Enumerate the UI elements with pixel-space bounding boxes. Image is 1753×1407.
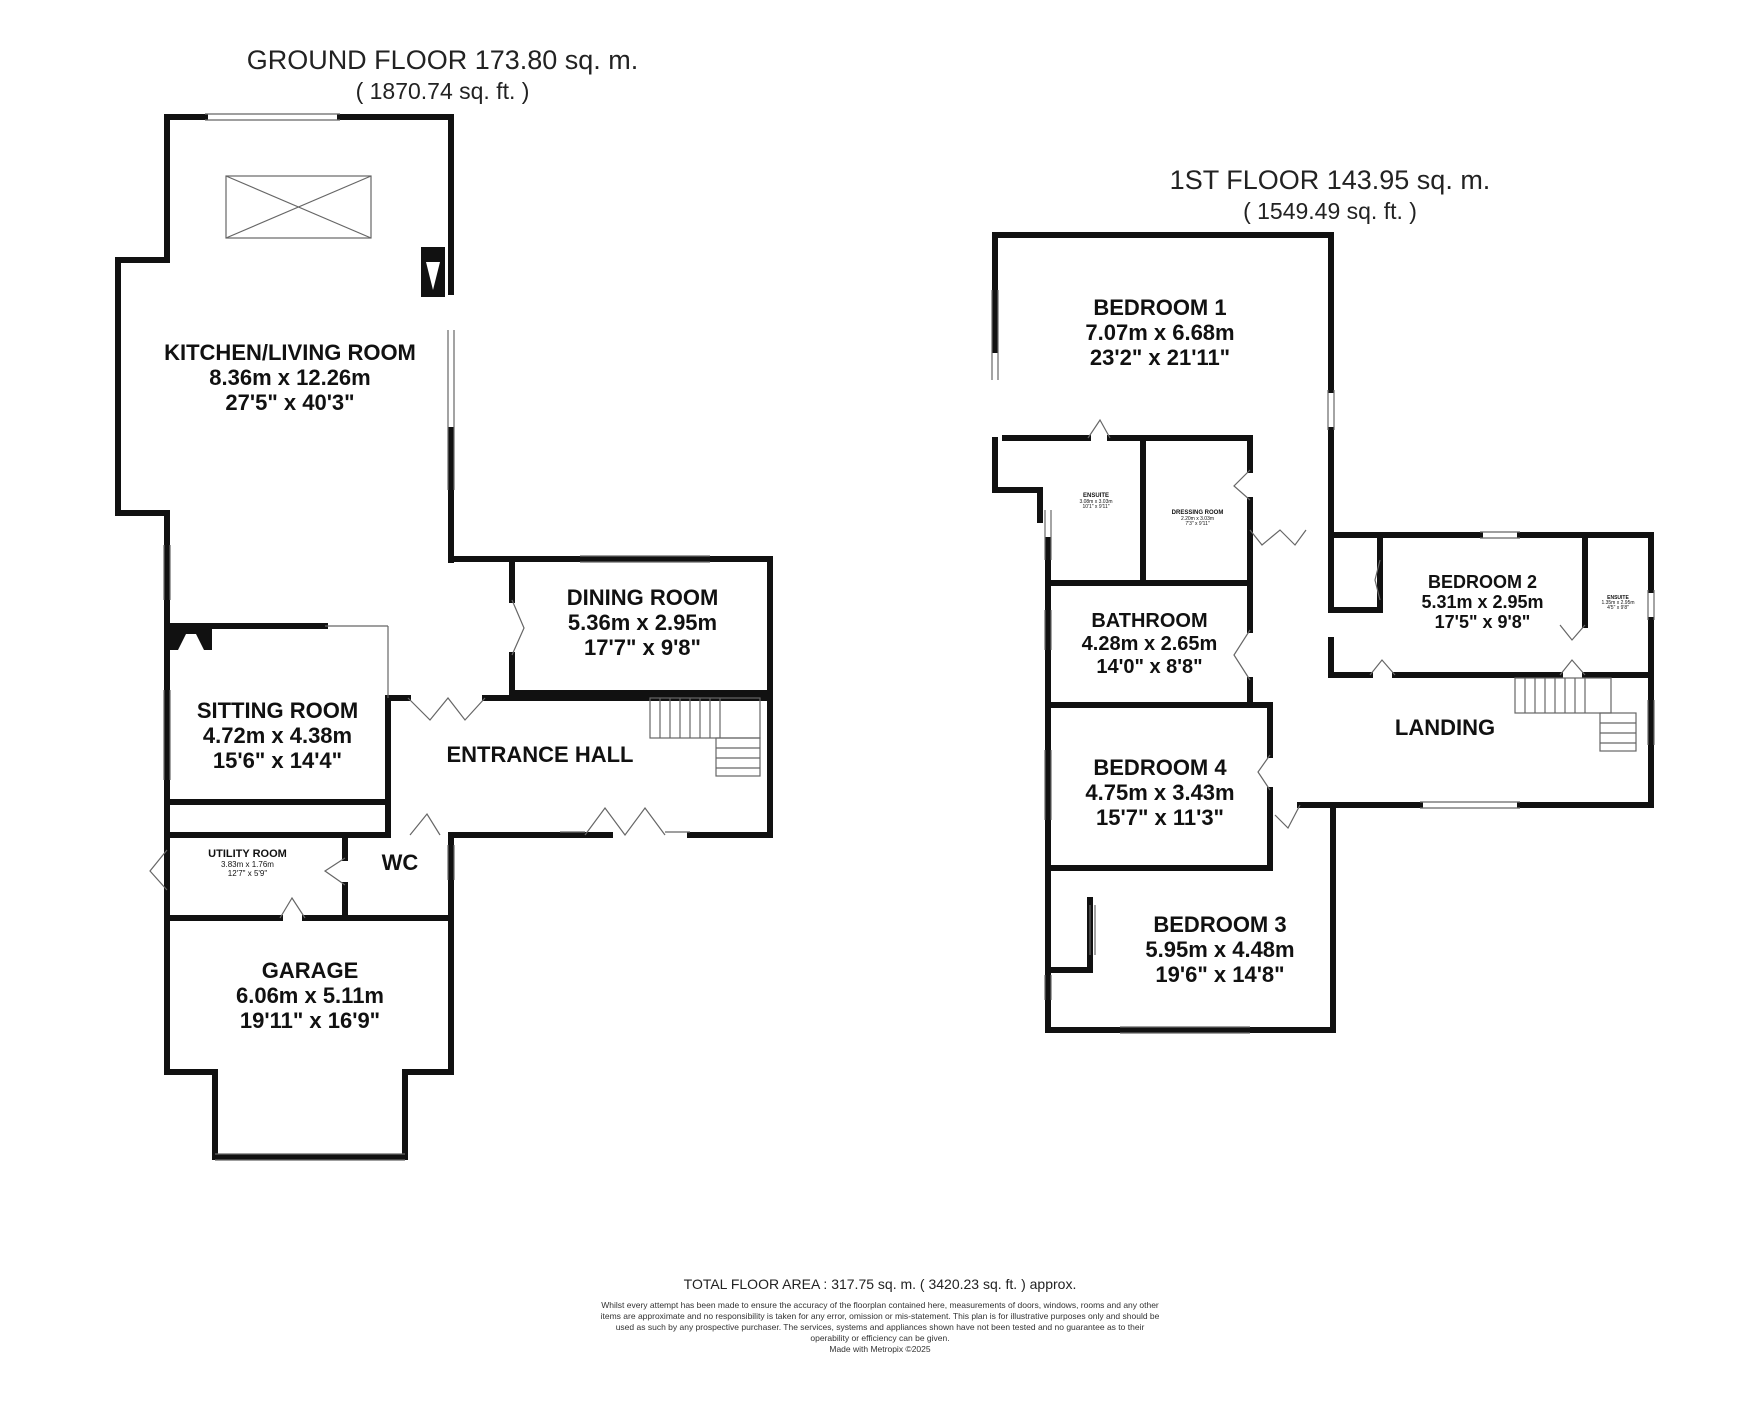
room-bedroom-2: BEDROOM 2 5.31m x 2.95m 17'5" x 9'8"	[1385, 572, 1580, 632]
room-imperial: 14'0" x 8'8"	[1096, 656, 1203, 678]
room-imperial: 10'1" x 9'11"	[1082, 504, 1110, 510]
room-utility: UTILITY ROOM 3.83m x 1.76m 12'7" x 5'9"	[160, 848, 335, 878]
room-ensuite-1: ENSUITE 3.08m x 3.03m 10'1" x 9'11"	[1052, 493, 1140, 510]
room-imperial: 23'2" x 21'11"	[1089, 345, 1231, 370]
first-floor-title: 1ST FLOOR 143.95 sq. m.	[1169, 165, 1491, 195]
room-metric: 2.20m x 3.03m	[1180, 516, 1215, 522]
fireplace-icons	[170, 247, 445, 650]
total-floor-area: TOTAL FLOOR AREA : 317.75 sq. m. ( 3420.…	[683, 1276, 1077, 1292]
room-imperial: 19'11" x 16'9"	[239, 1008, 381, 1033]
first-floor-subtitle: ( 1549.49 sq. ft. )	[1243, 198, 1417, 224]
room-bedroom-3: BEDROOM 3 5.95m x 4.48m 19'6" x 14'8"	[1110, 912, 1330, 987]
room-landing: LANDING	[1380, 715, 1510, 740]
first-floor-fixtures	[991, 290, 1655, 1034]
room-bedroom-4: BEDROOM 4 4.75m x 3.43m 15'7" x 11'3"	[1055, 755, 1265, 830]
room-name: BEDROOM 2	[1427, 572, 1537, 592]
room-sitting: SITTING ROOM 4.72m x 4.38m 15'6" x 14'4"	[170, 698, 385, 773]
room-imperial: 7'3" x 9'11"	[1185, 521, 1210, 527]
room-imperial: 15'7" x 11'3"	[1096, 805, 1224, 830]
room-name: WC	[381, 850, 419, 875]
ground-floor-walls	[115, 114, 773, 1160]
room-entrance-hall: ENTRANCE HALL	[395, 742, 685, 767]
footer: TOTAL FLOOR AREA : 317.75 sq. m. ( 3420.…	[560, 1276, 1200, 1354]
room-metric: 4.75m x 3.43m	[1085, 780, 1235, 805]
room-imperial: 19'6" x 14'8"	[1155, 962, 1285, 987]
room-wc: WC	[355, 850, 445, 875]
room-name: LANDING	[1394, 715, 1496, 740]
room-metric: 3.83m x 1.76m	[221, 860, 274, 869]
room-metric: 5.95m x 4.48m	[1145, 937, 1295, 962]
disclaimer-text: Whilst every attempt has been made to en…	[600, 1300, 1160, 1343]
room-imperial: 15'6" x 14'4"	[212, 748, 343, 773]
room-metric: 3.08m x 3.03m	[1079, 499, 1113, 505]
room-garage: GARAGE 6.06m x 5.11m 19'11" x 16'9"	[180, 958, 440, 1033]
room-imperial: 17'5" x 9'8"	[1434, 612, 1531, 632]
room-name: BEDROOM 4	[1093, 755, 1227, 780]
room-name: GARAGE	[261, 958, 359, 983]
room-metric: 5.31m x 2.95m	[1421, 592, 1544, 612]
room-dining: DINING ROOM 5.36m x 2.95m 17'7" x 9'8"	[520, 585, 765, 660]
room-name: KITCHEN/LIVING ROOM	[164, 340, 416, 365]
room-name: BEDROOM 1	[1093, 295, 1227, 320]
room-name: ENSUITE	[1607, 595, 1629, 601]
room-kitchen-living: KITCHEN/LIVING ROOM 8.36m x 12.26m 27'5"…	[130, 340, 450, 415]
room-dressing: DRESSING ROOM 2.20m x 3.03m 7'3" x 9'11"	[1145, 510, 1250, 527]
ground-floor-fixtures	[149, 113, 761, 1161]
room-metric: 8.36m x 12.26m	[209, 365, 371, 390]
room-imperial: 12'7" x 5'9"	[227, 869, 268, 878]
first-floor-header: 1ST FLOOR 143.95 sq. m. ( 1549.49 sq. ft…	[1130, 165, 1530, 227]
room-ensuite-2: ENSUITE 1.35m x 2.95m 4'5" x 9'8"	[1588, 596, 1648, 611]
ground-floor-header: GROUND FLOOR 173.80 sq. m. ( 1870.74 sq.…	[225, 45, 660, 107]
room-imperial: 4'5" x 9'8"	[1607, 605, 1629, 611]
room-name: DINING ROOM	[566, 585, 719, 610]
room-metric: 7.07m x 6.68m	[1085, 320, 1235, 345]
room-metric: 1.35m x 2.95m	[1601, 600, 1635, 606]
room-bathroom: BATHROOM 4.28m x 2.65m 14'0" x 8'8"	[1052, 610, 1247, 679]
room-metric: 6.06m x 5.11m	[235, 983, 384, 1008]
room-metric: 4.28m x 2.65m	[1081, 633, 1218, 655]
room-name: UTILITY ROOM	[208, 848, 287, 860]
made-with-credit: Made with Metropix ©2025	[829, 1344, 931, 1354]
ground-floor-title: GROUND FLOOR 173.80 sq. m.	[246, 45, 639, 75]
room-imperial: 17'7" x 9'8"	[584, 635, 701, 660]
room-name: SITTING ROOM	[196, 698, 359, 723]
room-name: BATHROOM	[1091, 610, 1208, 632]
room-name: ENTRANCE HALL	[446, 742, 634, 767]
room-bedroom-1: BEDROOM 1 7.07m x 6.68m 23'2" x 21'11"	[1030, 295, 1290, 370]
room-metric: 4.72m x 4.38m	[202, 723, 353, 748]
room-metric: 5.36m x 2.95m	[567, 610, 718, 635]
room-name: BEDROOM 3	[1153, 912, 1287, 937]
room-name: DRESSING ROOM	[1171, 510, 1224, 516]
room-name: ENSUITE	[1082, 493, 1109, 499]
room-imperial: 27'5" x 40'3"	[225, 390, 355, 415]
ground-floor-subtitle: ( 1870.74 sq. ft. )	[355, 78, 530, 104]
